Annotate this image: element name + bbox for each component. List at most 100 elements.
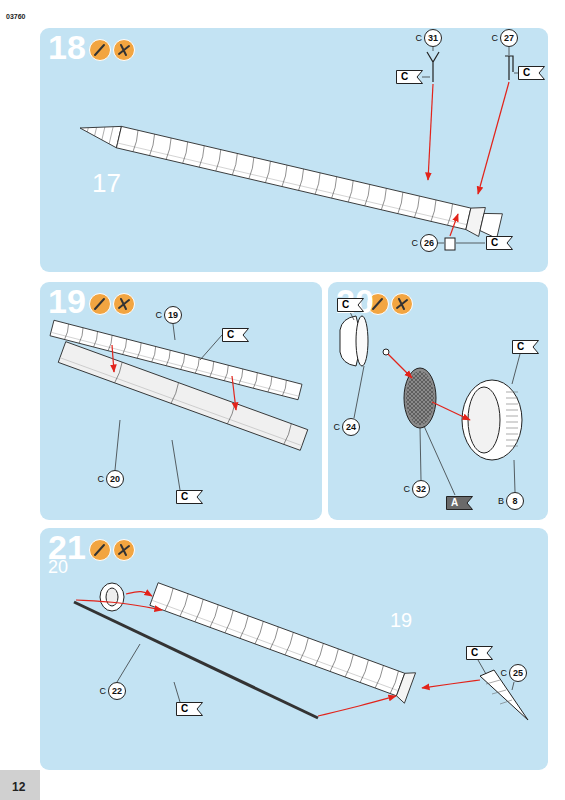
paint-flag: C xyxy=(337,298,364,312)
part-callout: C20 xyxy=(106,470,124,488)
nose-cone xyxy=(480,670,528,720)
part-number: 17 xyxy=(92,168,121,198)
flag-shape xyxy=(518,66,545,80)
paint-flag: C xyxy=(396,70,423,84)
callout-number: 32 xyxy=(412,485,430,494)
assembly-arrow xyxy=(232,376,236,410)
booster-part xyxy=(148,579,415,703)
assembly-arrow xyxy=(388,354,412,378)
step-panel: 20CC24C32AB8C xyxy=(328,282,548,520)
leader-line xyxy=(514,460,515,492)
paint-flag: A xyxy=(446,496,473,510)
tool-icon xyxy=(114,540,135,561)
flag-shape xyxy=(222,328,249,342)
leader-line xyxy=(438,243,444,244)
flag-shape xyxy=(396,70,423,84)
part-callout: C19 xyxy=(164,306,182,324)
assembly-arrow xyxy=(318,696,396,716)
paint-code: C xyxy=(176,704,188,714)
callout-number: C xyxy=(488,34,500,43)
assembly-arrow xyxy=(126,592,152,596)
leader-line xyxy=(115,420,120,470)
tool-icon xyxy=(90,540,111,561)
paint-code: C xyxy=(466,648,478,658)
leader-line xyxy=(512,682,514,690)
part-label: 19 xyxy=(390,610,412,630)
part-label: 20 xyxy=(48,558,68,576)
booster-part xyxy=(50,320,302,399)
callout-number: 22 xyxy=(108,687,126,696)
part-callout: C25 xyxy=(509,664,527,682)
part-callout: C32 xyxy=(412,480,430,498)
page-number: 12 xyxy=(12,780,25,794)
tool-icon-mark xyxy=(95,545,104,555)
nose-dome xyxy=(340,316,362,366)
flag-shape xyxy=(337,298,364,312)
part-number: 20 xyxy=(48,557,68,577)
paint-flag: C xyxy=(222,328,249,342)
paint-flag: C xyxy=(518,66,545,80)
paint-code: C xyxy=(518,68,530,78)
tool-icon-mark xyxy=(119,299,129,309)
paint-flag: C xyxy=(512,340,539,354)
paint-code: C xyxy=(396,72,408,82)
part-label: 17 xyxy=(92,170,121,196)
callout-number: 20 xyxy=(106,475,124,484)
leader-line xyxy=(509,47,510,55)
step-panel: 19C19CC20C xyxy=(40,282,322,520)
base-ring xyxy=(462,380,522,460)
booster-part xyxy=(58,342,308,451)
flag-shape xyxy=(176,490,203,504)
paint-code: A xyxy=(446,498,458,508)
tool-icon xyxy=(90,294,111,315)
paint-code: C xyxy=(222,330,234,340)
assembly-arrow xyxy=(422,680,480,688)
callout-number: C xyxy=(94,475,106,484)
paint-code: C xyxy=(337,300,349,310)
paint-code: C xyxy=(176,492,188,502)
part-callout: C27 xyxy=(500,29,518,47)
paint-flag: C xyxy=(176,702,203,716)
part-callout: C24 xyxy=(342,418,360,436)
assembly-arrow xyxy=(76,600,162,610)
flag-shape xyxy=(466,646,493,660)
part-label: 12 xyxy=(12,778,25,794)
paint-code: C xyxy=(486,238,498,248)
callout-number: 19 xyxy=(164,311,182,320)
tool-icon-mark xyxy=(119,545,129,555)
callout-number: C xyxy=(96,687,108,696)
paint-flag: C xyxy=(466,646,493,660)
step-panel: 18C31CC27CC26C xyxy=(40,28,548,272)
kit-number: 03760 xyxy=(6,13,25,20)
callout-number: 31 xyxy=(424,34,442,43)
mesh-disk xyxy=(404,368,436,428)
strut-rod xyxy=(74,602,318,718)
part-callout: B8 xyxy=(506,492,524,510)
assembly-arrow xyxy=(432,402,470,420)
assembly-arrow xyxy=(450,214,458,236)
strut-part xyxy=(505,56,513,80)
leader-line xyxy=(350,312,354,320)
leader-line xyxy=(424,426,455,495)
flag-shape xyxy=(512,340,539,354)
callout-number: 27 xyxy=(500,34,518,43)
leader-line xyxy=(433,47,434,51)
callout-number: C xyxy=(497,669,509,678)
tool-icon-mark xyxy=(95,45,104,55)
callout-number: B xyxy=(494,497,506,506)
leader-line xyxy=(514,73,518,74)
tool-icon xyxy=(368,294,389,315)
tool-icon xyxy=(114,40,135,61)
assembly-arrow xyxy=(428,84,433,180)
paint-flag: C xyxy=(486,236,513,250)
leader-line xyxy=(174,682,180,702)
callout-number: 26 xyxy=(420,239,438,248)
leader-line xyxy=(478,660,486,674)
callout-number: C xyxy=(412,34,424,43)
leader-line xyxy=(200,335,222,360)
assembly-arrow xyxy=(478,82,509,194)
step-panel: 21CC25C22C xyxy=(40,528,548,770)
callout-number: C xyxy=(400,485,412,494)
